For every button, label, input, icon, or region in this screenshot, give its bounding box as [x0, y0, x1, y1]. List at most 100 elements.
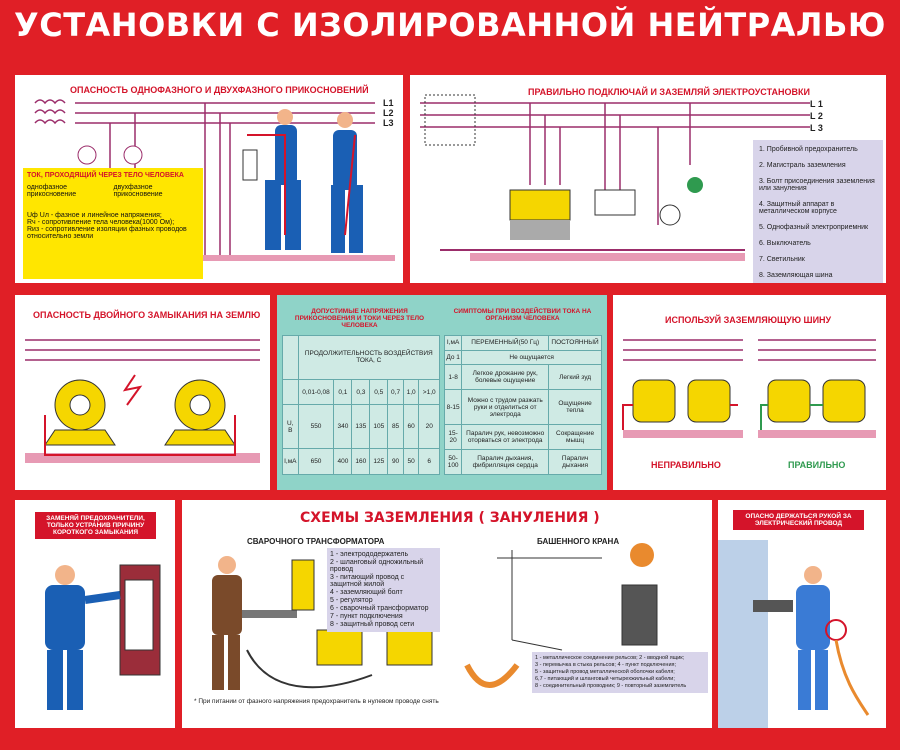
- table-cell: Паралич дыхания, фибрилляция сердца: [461, 449, 550, 475]
- legend-item: 3. Болт присоединения заземления или зан…: [759, 178, 875, 192]
- table-cell: 15-20: [443, 424, 463, 451]
- panel-title: ОПАСНОСТЬ ДВОЙНОГО ЗАМЫКАНИЯ НА ЗЕМЛЮ: [33, 310, 261, 320]
- panel-title: ИСПОЛЬЗУЙ ЗАЗЕМЛЯЮЩУЮ ШИНУ: [665, 315, 832, 325]
- duration-cell: 1,0: [402, 378, 420, 406]
- subtitle-welding: СВАРОЧНОГО ТРАНСФОРМАТОРА: [247, 537, 385, 546]
- table-cell: Паралич дыхания: [548, 449, 602, 475]
- double-fault-diagram: [25, 339, 260, 463]
- right-table-title: СИМПТОМЫ ПРИ ВОЗДЕЙСТВИИ ТОКА НА ОРГАНИЗ…: [453, 308, 592, 322]
- table-cell: 340: [333, 404, 353, 450]
- table-cell: Паралич рук, невозможно оторваться от эл…: [461, 424, 550, 451]
- panel-touch-danger: ОПАСНОСТЬ ОДНОФАЗНОГО И ДВУХФАЗНОГО ПРИК…: [15, 75, 403, 283]
- panel-title: ПРАВИЛЬНО ПОДКЛЮЧАЙ И ЗАЗЕМЛЯЙ ЭЛЕКТРОУС…: [528, 87, 810, 97]
- line-label-l2: L2: [383, 108, 394, 118]
- table-cell: 400: [333, 448, 353, 475]
- legend-item: 5 - защитный провод металлической оболоч…: [535, 669, 675, 675]
- grounding-diagram: [420, 94, 810, 261]
- legend-line: Rиз - сопротивление изоляции фазных пров…: [27, 226, 187, 240]
- panel-fuse-replace: ЗАМЕНЯЙ ПРЕДОХРАНИТЕЛИ, ТОЛЬКО УСТРАНИВ …: [15, 500, 175, 728]
- table-cell: 50-100: [443, 449, 463, 475]
- table-cell: 6: [418, 448, 440, 475]
- col-two-phase: двухфазное прикосновение: [113, 184, 163, 198]
- legend-item: 3 - перемычка в стыка рельсов; 4 - пункт…: [535, 662, 677, 668]
- table-cell: 1-8: [443, 364, 463, 391]
- table-cell: 160: [351, 448, 371, 475]
- table-cell: Можно с трудом разжать руки и отделиться…: [461, 389, 550, 426]
- box-title: ТОК, ПРОХОДЯЩИЙ ЧЕРЕЗ ТЕЛО ЧЕЛОВЕКА: [27, 172, 184, 179]
- panel-title: ОПАСНОСТЬ ОДНОФАЗНОГО И ДВУХФАЗНОГО ПРИК…: [70, 85, 369, 95]
- legend-item: 6,7 - питающий и шланговый четырехжильны…: [535, 676, 675, 682]
- duration-header: ПРОДОЛЖИТЕЛЬНОСТЬ ВОЗДЕЙСТВИЯ ТОКА, С: [297, 335, 441, 380]
- label-wrong: НЕПРАВИЛЬНО: [651, 460, 721, 470]
- current-formula-box: ТОК, ПРОХОДЯЩИЙ ЧЕРЕЗ ТЕЛО ЧЕЛОВЕКА одно…: [23, 168, 203, 279]
- row-label: I,мА: [282, 448, 299, 475]
- row-label: U, В: [282, 404, 299, 450]
- line-label-l3: L3: [383, 118, 394, 128]
- schemes-diagram: [212, 543, 658, 690]
- legend-item: 1. Пробивной предохранитель: [759, 146, 858, 153]
- legend-item: 7. Светильник: [759, 256, 805, 263]
- legend-item: 5 - регулятор: [330, 597, 373, 604]
- col-single-phase: однофазное прикосновение: [27, 184, 77, 198]
- legend-item: 4 - заземляющий болт: [330, 589, 403, 596]
- panel-tables: ДОПУСТИМЫЕ НАПРЯЖЕНИЯ ПРИКОСНОВЕНИЯ И ТО…: [277, 295, 607, 490]
- drill-worker-illustration: [718, 540, 870, 728]
- legend-item: 5. Однофазный электроприемник: [759, 224, 869, 231]
- table-cell: 8-15: [443, 389, 463, 426]
- legend-line: Uф Uл - фазное и линейное напряжения;: [27, 212, 162, 219]
- table-cell: 135: [351, 404, 371, 450]
- legend-item: 2. Магистраль заземления: [759, 162, 846, 169]
- table-cell: 550: [297, 404, 335, 450]
- panel-ground-bus: ИСПОЛЬЗУЙ ЗАЗЕМЛЯЮЩУЮ ШИНУ НЕПРАВИЛЬНО П…: [613, 295, 886, 490]
- table-cell: Сокращение мышц: [548, 424, 602, 451]
- legend-line: Rч - сопротивление тела человека(1000 Ом…: [27, 219, 175, 226]
- scheme-title: СХЕМЫ ЗАЗЕМЛЕНИЯ ( ЗАНУЛЕНИЯ ): [300, 510, 600, 526]
- duration-cell: 0,5: [369, 378, 389, 406]
- duration-cell: 0,7: [387, 378, 404, 406]
- duration-cell: >1,0: [418, 378, 440, 406]
- poster-title: УСТАНОВКИ С ИЗОЛИРОВАННОЙ НЕЙТРАЛЬЮ: [14, 6, 886, 44]
- panel-double-fault: ОПАСНОСТЬ ДВОЙНОГО ЗАМЫКАНИЯ НА ЗЕМЛЮ: [15, 295, 270, 490]
- legend-item: 8 - соединительный проводник; 9 - повтор…: [535, 683, 687, 689]
- voltage-table: ПРОДОЛЖИТЕЛЬНОСТЬ ВОЗДЕЙСТВИЯ ТОКА, С 0,…: [282, 335, 441, 475]
- line-label-l1: L 1: [810, 99, 823, 109]
- panel-wire-danger: ОПАСНО ДЕРЖАТЬСЯ РУКОЙ ЗА ЭЛЕКТРИЧЕСКИЙ …: [718, 500, 886, 728]
- wire-warning: ОПАСНО ДЕРЖАТЬСЯ РУКОЙ ЗА ЭЛЕКТРИЧЕСКИЙ …: [733, 510, 864, 530]
- header-cell: I,мА: [443, 335, 463, 351]
- panel-grounding-schemes: СХЕМЫ ЗАЗЕМЛЕНИЯ ( ЗАНУЛЕНИЯ ) СВАРОЧНОГ…: [182, 500, 712, 728]
- panel-connect-ground: ПРАВИЛЬНО ПОДКЛЮЧАЙ И ЗАЗЕМЛЯЙ ЭЛЕКТРОУС…: [410, 75, 886, 283]
- legend-item: 7 - пункт подключения: [330, 613, 403, 620]
- table-cell: Ощущение тепла: [548, 389, 602, 426]
- table-cell: Легкий зуд: [548, 364, 602, 391]
- table-cell: 20: [418, 404, 440, 450]
- wiring-diagram: [34, 99, 395, 261]
- left-table-title: ДОПУСТИМЫЕ НАПРЯЖЕНИЯ ПРИКОСНОВЕНИЯ И ТО…: [294, 308, 425, 329]
- legend-item: 6 - сварочный трансформатор: [330, 605, 429, 612]
- footnote: * При питании от фазного напряжения пред…: [194, 698, 439, 705]
- legend-item: 2 - шланговый одножильный провод: [330, 559, 424, 573]
- line-label-l3: L 3: [810, 123, 823, 133]
- line-label-l2: L 2: [810, 111, 823, 121]
- legend-item: 3 - питающий провод с защитной жилой: [330, 574, 405, 588]
- label-right: ПРАВИЛЬНО: [788, 460, 846, 470]
- legend-item: 1 - металлическое соединение рельсов; 2 …: [535, 655, 685, 661]
- legend-item: 1 - электрододержатель: [330, 551, 409, 558]
- legend-item: 8 - защитный провод сети: [330, 621, 415, 628]
- fuse-warning: ЗАМЕНЯЙ ПРЕДОХРАНИТЕЛИ, ТОЛЬКО УСТРАНИВ …: [35, 512, 156, 539]
- legend-grounding: 1. Пробивной предохранитель 2. Магистрал…: [753, 140, 883, 283]
- symptoms-table: I,мА ПЕРЕМЕННЫЙ(50 Гц) ПОСТОЯННЫЙ До 1 Н…: [443, 335, 602, 475]
- line-label-l1: L1: [383, 98, 394, 108]
- worker-illustration: [45, 564, 161, 710]
- header-cell: ПЕРЕМЕННЫЙ(50 Гц): [461, 335, 550, 351]
- table-cell: До 1: [443, 349, 463, 366]
- ground-bus-diagram: [622, 339, 876, 438]
- duration-cell: 0,1: [333, 378, 353, 406]
- legend-item: 8. Заземляющая шина: [759, 272, 833, 279]
- legend-crane: 1 - металлическое соединение рельсов; 2 …: [532, 652, 708, 693]
- table-cell: Не ощущается: [461, 349, 602, 366]
- table-cell: 650: [297, 448, 335, 475]
- table-cell: 60: [402, 404, 420, 450]
- duration-cell: 0,01-0,08: [297, 378, 335, 406]
- table-cell: 90: [387, 448, 404, 475]
